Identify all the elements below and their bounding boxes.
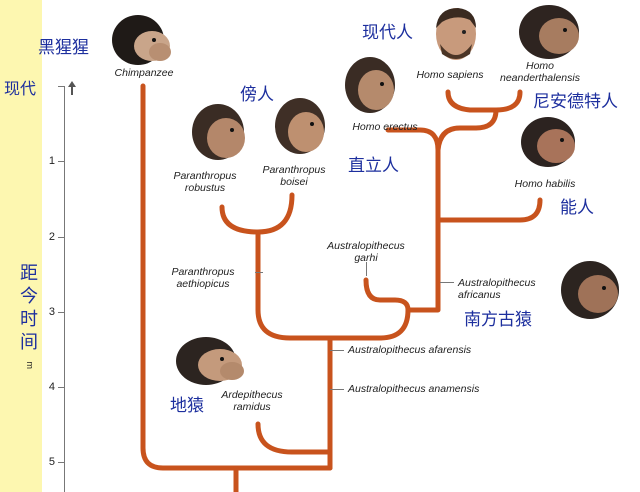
label-australopithecus-garhi: Australopithecus garhi [327,240,405,264]
tick-2 [58,237,65,238]
connector-garhi [366,262,367,276]
neanderthal-head-icon [519,5,579,59]
paranthropus-boisei-head-icon [275,98,325,154]
tick-3 [58,312,65,313]
branch-ardipithecus [255,421,333,455]
branch-homo-africanus [363,277,411,313]
label-homo-habilis: Homo habilis [514,178,576,190]
homo-erectus-head-icon [345,57,395,113]
zh-neanderthal: 尼安德特人 [533,92,618,112]
zh-australopithecus: 南方古猿 [464,310,532,330]
paranthropus-robustus-head-icon [192,104,245,160]
label-australopithecus-africanus: Australopithecus africanus [458,277,536,301]
zh-modern-humans: 现代人 [362,23,413,43]
label-australopithecus-anamensis: Australopithecus anamensis [348,383,480,395]
zh-homo-habilis: 能人 [560,198,594,218]
present-label: 现代 [4,79,37,98]
homo-sapiens-head-icon [436,8,476,60]
present-arrow-icon [68,81,76,95]
tick-label-4: 4 [48,381,55,393]
tick-label-5: 5 [48,456,55,468]
tick-label-1: 1 [48,155,55,167]
tick-label-3: 3 [48,306,55,318]
label-paranthropus-boisei: Paranthropus boisei [262,164,326,188]
australopithecus-africanus-head-icon [561,261,619,319]
tick-4 [58,387,65,388]
chimpanzee-head-icon [112,15,171,65]
time-axis-band [0,0,42,492]
branch-modern [435,107,499,153]
tick-present [58,86,65,87]
tick-5 [58,462,65,463]
time-axis-line [64,86,65,492]
label-ardipithecus-ramidus: Ardepithecus ramidus [221,389,283,413]
time-axis-label: 距今时间 [20,263,38,353]
label-paranthropus-aethiopicus: Paranthropus aethiopicus [171,266,235,290]
branch-africanus-trunk [405,217,441,313]
branch-chimpanzee [140,83,333,471]
label-paranthropus-robustus: Paranthropus robustus [173,170,237,194]
branch-paranthropus-fork [219,192,295,235]
zh-paranthropus: 傍人 [240,85,274,105]
zh-homo-erectus: 直立人 [348,156,399,176]
homo-habilis-head-icon [521,117,575,167]
tick-label-2: 2 [48,231,55,243]
branch-habilis [435,197,543,223]
label-homo-neanderthalensis: Homo neanderthalensis [500,60,580,84]
tick-1 [58,161,65,162]
branch-split-paranthropus [255,229,411,341]
connector-africanus [440,282,454,283]
ardipithecus-head-icon [176,337,244,385]
connector-anamensis [330,389,344,390]
zh-chimpanzee: 黑猩猩 [38,38,89,58]
connector-aethiopicus [255,272,263,273]
label-chimpanzee: Chimpanzee [114,67,174,79]
connector-afarensis [330,350,344,351]
label-homo-sapiens: Homo sapiens [416,69,484,81]
label-australopithecus-afarensis: Australopithecus afarensis [348,344,472,356]
branch-sapiens-fork [445,89,523,113]
label-homo-erectus: Homo erectus [352,121,418,133]
zh-ardipithecus: 地猿 [170,396,204,416]
